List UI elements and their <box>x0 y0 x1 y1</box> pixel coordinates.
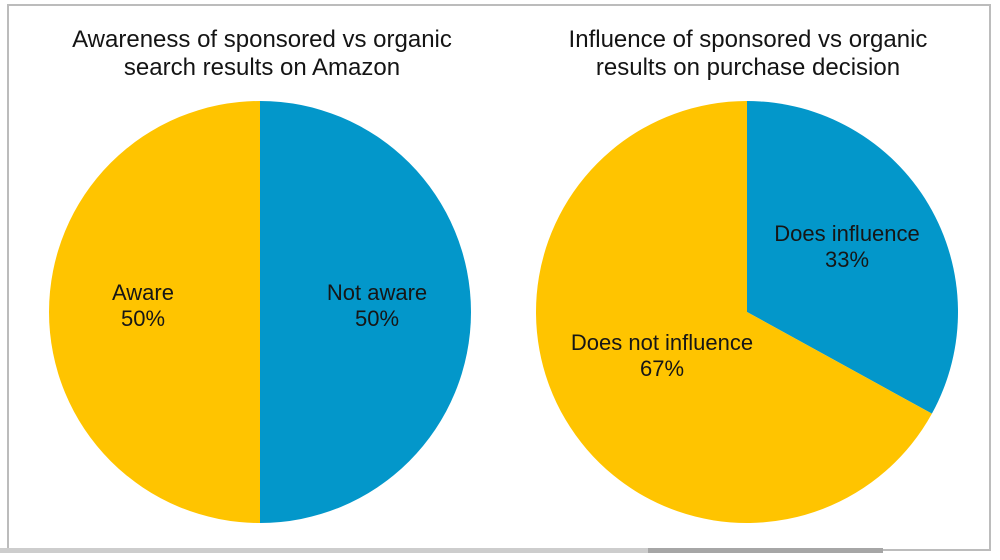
pie-slice-does-influence <box>747 101 958 414</box>
pie-slice-label-percent: 67% <box>639 356 685 381</box>
chart-title-influence-line1: Influence of sponsored vs organic <box>568 26 928 53</box>
pie-slice-label-text: Does influence <box>774 221 920 246</box>
pie-slice-aware <box>49 101 260 523</box>
horizontal-scrollbar-track[interactable] <box>0 548 883 553</box>
horizontal-scrollbar-thumb[interactable] <box>648 548 883 553</box>
pie-slice-does-not-influence <box>535 101 932 523</box>
pie-slice-label-percent: 50% <box>354 306 400 331</box>
chart-title-influence: Influence of sponsored vs organic result… <box>498 26 998 82</box>
pie-slice-label-percent: 50% <box>120 306 166 331</box>
pie-slice-label-text: Aware <box>112 280 174 305</box>
pie-slice-not-aware <box>260 101 471 523</box>
chart-title-awareness-line1: Awareness of sponsored vs organic <box>72 26 452 53</box>
pie-slice-label-percent: 33% <box>824 247 870 272</box>
chart-title-influence-line2: results on purchase decision <box>595 54 901 81</box>
pie-slice-label-text: Not aware <box>326 280 428 305</box>
chart-title-awareness-line2: search results on Amazon <box>123 54 401 81</box>
pie-slice-label-text: Does not influence <box>570 330 754 355</box>
chart-title-awareness: Awareness of sponsored vs organic search… <box>12 26 512 82</box>
